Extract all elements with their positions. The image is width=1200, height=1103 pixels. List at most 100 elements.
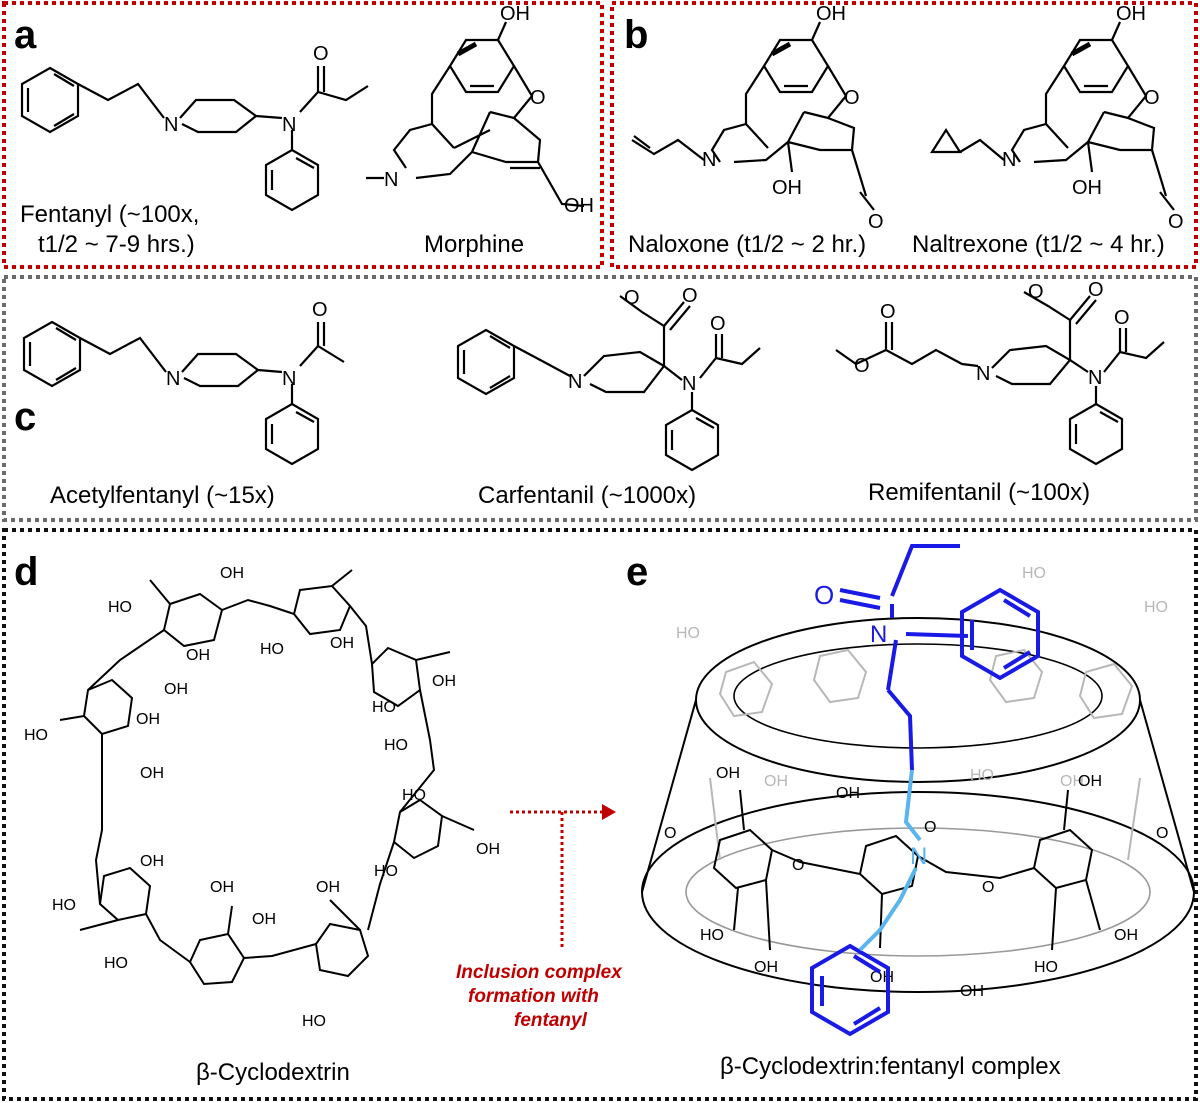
panel-letter-b: b [624, 13, 648, 57]
cd-ho-6: HO [402, 787, 426, 804]
remifentanil-o-carbonyl2: O [1088, 279, 1104, 301]
cd-ho-7: HO [374, 863, 398, 880]
cd-ho-1: HO [108, 599, 132, 616]
carfentanil-n2: N [682, 373, 696, 395]
panel-letter-d: d [14, 550, 38, 594]
fentanyl-caption-line1: Fentanyl (~100x, [20, 201, 199, 228]
carfentanil-n1: N [568, 371, 582, 393]
arrow-note-line2: formation with [468, 986, 599, 1007]
naltrexone-oh-bottom: OH [1072, 177, 1102, 199]
cd-e-oh-7: OH [1078, 773, 1102, 790]
fentanyl-guest-buried [858, 769, 922, 952]
cd-e-o-3: O [924, 819, 936, 836]
complex-n-ring: N [910, 843, 927, 870]
cd-oh-6: OH [136, 711, 160, 728]
cd-e-oh-1: OH [754, 959, 778, 976]
cd-e-o-4: O [982, 879, 994, 896]
naltrexone-oh-top: OH [1116, 3, 1146, 25]
cd-oh-9: OH [140, 853, 164, 870]
carfentanil-structure [456, 295, 761, 472]
cd-oh-2: OH [186, 647, 210, 664]
cd-oh-8: OH [476, 841, 500, 858]
cd-rear-labels: HO HO HO OH OH HO [676, 565, 1168, 790]
cd-e-rear-oh-2: OH [1060, 773, 1084, 790]
remifentanil-n1: N [976, 363, 990, 385]
cd-oh-7: OH [140, 765, 164, 782]
cd-oh-4: OH [330, 635, 354, 652]
acetylfentanyl-o: O [312, 299, 328, 321]
cd-oh-10: OH [210, 879, 234, 896]
cd-front-labels: HO OH OH OH HO OH OH OH OH O O O O O [664, 765, 1168, 1000]
acetylfentanyl-n2: N [282, 368, 296, 390]
complex-n-amide: N [870, 621, 887, 648]
fentanyl-n2: N [282, 114, 296, 136]
cd-ho-5: HO [24, 727, 48, 744]
fentanyl-guest [810, 544, 1040, 1037]
cd-oh-5: OH [432, 673, 456, 690]
cd-e-rear-ho-1: HO [676, 625, 700, 642]
carfentanil-o-ester: O [624, 287, 640, 309]
fentanyl-n1: N [164, 114, 178, 136]
cd-e-ho-2: HO [1034, 959, 1058, 976]
naltrexone-o-ring: O [1144, 87, 1160, 109]
acetylfentanyl-n1: N [166, 368, 180, 390]
cd-e-rear-ho-3: HO [1144, 599, 1168, 616]
panel-de-frame [2, 528, 1198, 1101]
naloxone-n: N [702, 149, 716, 171]
morphine-oh-top: OH [500, 3, 530, 25]
cd-cone [641, 617, 1195, 993]
panel-c-frame [2, 275, 1198, 522]
remifentanil-o-ester: O [1028, 281, 1044, 303]
cd-front-units [712, 789, 1101, 951]
fentanyl-structure [20, 66, 369, 212]
carfentanil-caption: Carfentanil (~1000x) [478, 482, 696, 509]
complex-caption: β-Cyclodextrin:fentanyl complex [720, 1053, 1061, 1080]
naloxone-o-keto: O [868, 211, 884, 233]
panel-letter-c: c [14, 395, 36, 439]
morphine-structure [366, 21, 585, 208]
remifentanil-o-carbonyl1: O [880, 301, 896, 323]
remifentanil-o-methoxy: O [854, 355, 870, 377]
naloxone-oh-bottom: OH [772, 177, 802, 199]
cd-oh-3: OH [164, 681, 188, 698]
naloxone-caption: Naloxone (t1/2 ~ 2 hr.) [628, 231, 866, 258]
acetylfentanyl-caption: Acetylfentanyl (~15x) [50, 482, 275, 509]
naltrexone-n: N [1002, 149, 1016, 171]
cd-e-oh-4: OH [1114, 927, 1138, 944]
cd-ho-3: HO [372, 699, 396, 716]
morphine-n: N [384, 169, 398, 191]
cd-e-oh-6: OH [836, 785, 860, 802]
cd-oh-11: OH [316, 879, 340, 896]
cd-e-o-1: O [664, 825, 676, 842]
cd-ho-9: HO [104, 955, 128, 972]
cd-e-o-2: O [792, 857, 804, 874]
cyclodextrin-structure [59, 569, 475, 986]
arrow-note-line3: fentanyl [514, 1010, 588, 1031]
complex-o: O [814, 580, 834, 610]
cd-e-oh-5: OH [716, 765, 740, 782]
cd-e-rear-oh-1: OH [764, 773, 788, 790]
arrow-head [602, 804, 616, 820]
cd-e-ho-1: HO [700, 927, 724, 944]
cd-e-rear-ho-4: HO [970, 767, 994, 784]
panel-letter-e: e [626, 550, 648, 594]
fentanyl-caption-line2: t1/2 ~ 7-9 hrs.) [38, 231, 195, 258]
remifentanil-n2: N [1088, 367, 1102, 389]
remifentanil-caption: Remifentanil (~100x) [868, 479, 1090, 506]
naltrexone-o-keto: O [1168, 211, 1184, 233]
cd-ho-10: HO [302, 1013, 326, 1030]
cyclodextrin-caption: β-Cyclodextrin [196, 1059, 350, 1086]
cd-ho-8: HO [52, 897, 76, 914]
morphine-caption: Morphine [424, 231, 524, 258]
fentanyl-o: O [313, 43, 329, 65]
naloxone-o-ring: O [844, 87, 860, 109]
cyclodextrin-labels: OH HO OH OH HO OH OH HO HO OH HO OH HO H… [24, 565, 500, 1030]
panel-letter-a: a [14, 13, 37, 57]
carfentanil-o-carbonyl: O [682, 285, 698, 307]
morphine-o: O [530, 87, 546, 109]
inclusion-arrow [510, 810, 604, 948]
cd-rear-units [709, 648, 1141, 861]
cd-oh-1: OH [220, 565, 244, 582]
cd-ho-2: HO [260, 641, 284, 658]
